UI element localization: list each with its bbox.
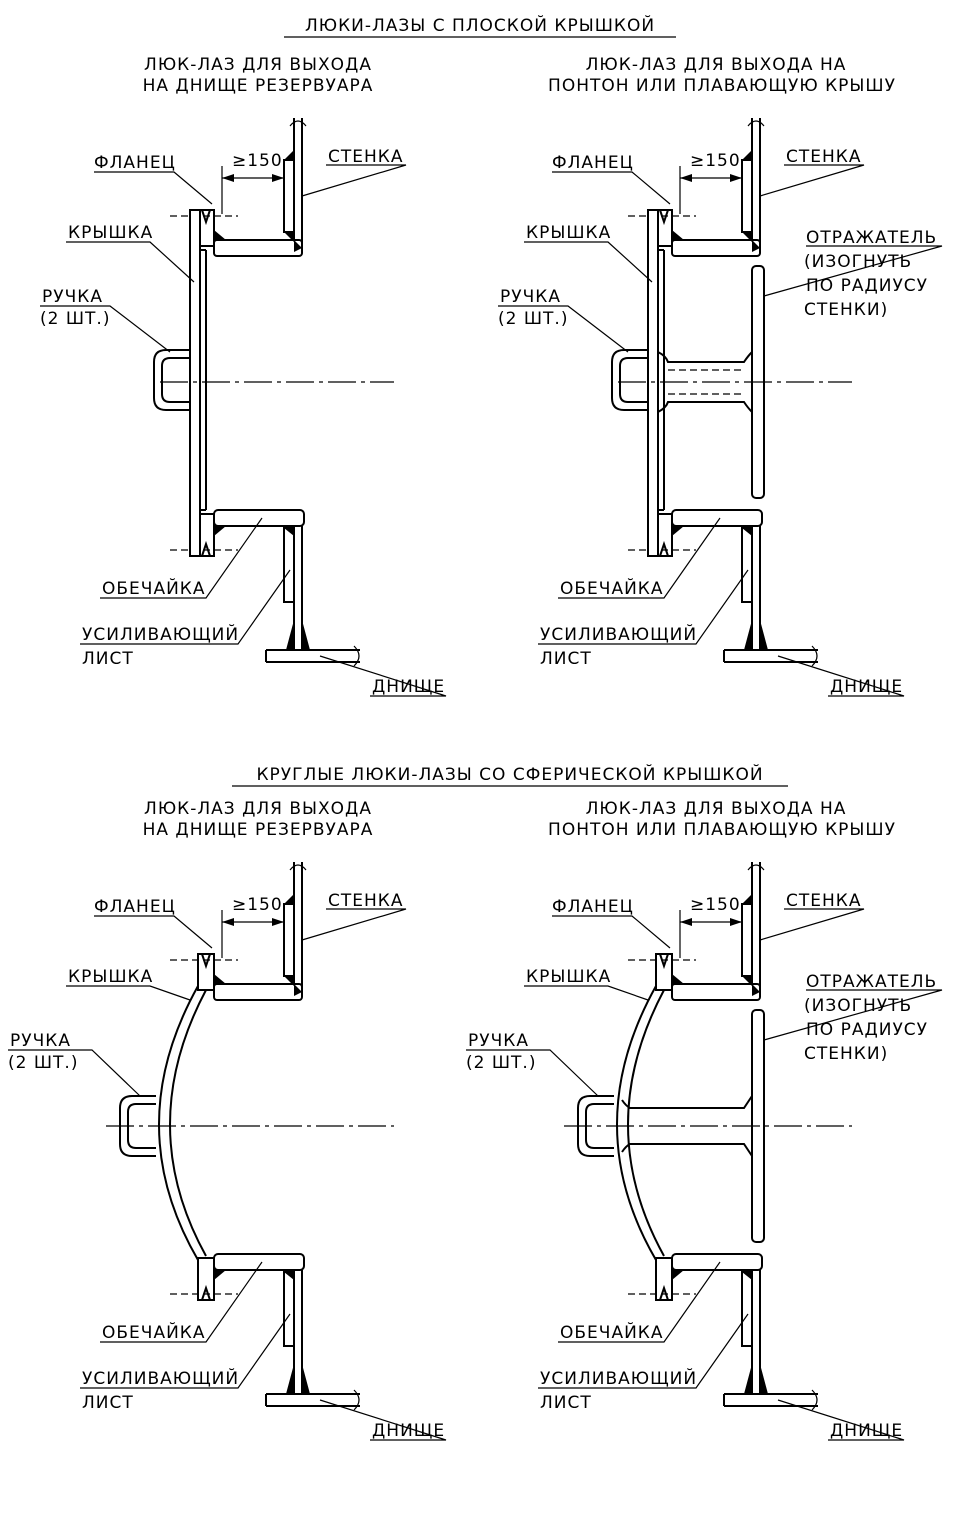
- p4-wall-label: СТЕНКА: [786, 891, 861, 911]
- panel-sphere-bottom: [106, 861, 394, 1411]
- p4-shell-label: ОБЕЧАЙКА: [560, 1321, 663, 1343]
- p4-dimension-label: ≥150: [690, 895, 741, 915]
- p1-flange-label: ФЛАНЕЦ: [94, 153, 176, 173]
- p2-bottom-label: ДНИЩЕ: [830, 677, 903, 697]
- p4-flange-label: ФЛАНЕЦ: [552, 897, 634, 917]
- p4-reflector-label-4: СТЕНКИ): [804, 1044, 888, 1064]
- p2-handle-label-2: (2 ШТ.): [498, 309, 568, 329]
- p4-handle-label-1: РУЧКА: [468, 1031, 529, 1051]
- p4-cover-label: КРЫШКА: [526, 967, 611, 987]
- section1-left-caption-1: ЛЮК-ЛАЗ ДЛЯ ВЫХОДА: [144, 55, 372, 75]
- panel-flat-bottom: [153, 117, 394, 667]
- p2-reflector-label-2: (ИЗОГНУТЬ: [804, 252, 912, 272]
- p2-handle-label-1: РУЧКА: [500, 287, 561, 307]
- panel-flat-pontoon: [611, 117, 852, 667]
- p3-dimension-label: ≥150: [232, 895, 283, 915]
- section1-left-caption-2: НА ДНИЩЕ РЕЗЕРВУАРА: [143, 76, 374, 96]
- p3-flange-label: ФЛАНЕЦ: [94, 897, 176, 917]
- section2-right-caption-1: ЛЮК-ЛАЗ ДЛЯ ВЫХОДА НА: [586, 799, 847, 819]
- p2-reinforcing-label-1: УСИЛИВАЮЩИЙ: [540, 623, 697, 645]
- p3-reinforcing-label-1: УСИЛИВАЮЩИЙ: [82, 1367, 239, 1389]
- p1-handle-label-1: РУЧКА: [42, 287, 103, 307]
- p1-bottom-label: ДНИЩЕ: [372, 677, 445, 697]
- p3-reinforcing-label-2: ЛИСТ: [82, 1393, 134, 1413]
- p4-reflector-label-3: ПО РАДИУСУ: [806, 1020, 928, 1040]
- p2-dimension-label: ≥150: [690, 151, 741, 171]
- p3-shell-label: ОБЕЧАЙКА: [102, 1321, 205, 1343]
- p1-reinforcing-label-1: УСИЛИВАЮЩИЙ: [82, 623, 239, 645]
- p4-reinforcing-label-1: УСИЛИВАЮЩИЙ: [540, 1367, 697, 1389]
- leader-lines: [8, 164, 943, 1441]
- p1-dimension-label: ≥150: [232, 151, 283, 171]
- p4-reinforcing-label-2: ЛИСТ: [540, 1393, 592, 1413]
- section1-title: ЛЮКИ-ЛАЗЫ С ПЛОСКОЙ КРЫШКОЙ: [305, 14, 655, 36]
- panel-sphere-pontoon: [564, 861, 852, 1411]
- p4-reflector-label-2: (ИЗОГНУТЬ: [804, 996, 912, 1016]
- p2-reinforcing-label-2: ЛИСТ: [540, 649, 592, 669]
- p3-wall-label: СТЕНКА: [328, 891, 403, 911]
- p3-bottom-label: ДНИЩЕ: [372, 1421, 445, 1441]
- p2-shell-label: ОБЕЧАЙКА: [560, 577, 663, 599]
- section2-right-caption-2: ПОНТОН ИЛИ ПЛАВАЮЩУЮ КРЫШУ: [548, 820, 896, 840]
- p3-handle-label-2: (2 ШТ.): [8, 1053, 78, 1073]
- section2-left-caption-2: НА ДНИЩЕ РЕЗЕРВУАРА: [143, 820, 374, 840]
- p3-cover-label: КРЫШКА: [68, 967, 153, 987]
- p2-reflector-label-1: ОТРАЖАТЕЛЬ: [806, 228, 937, 248]
- section2-left-caption-1: ЛЮК-ЛАЗ ДЛЯ ВЫХОДА: [144, 799, 372, 819]
- section1-right-caption-1: ЛЮК-ЛАЗ ДЛЯ ВЫХОДА НА: [586, 55, 847, 75]
- p2-cover-label: КРЫШКА: [526, 223, 611, 243]
- p1-shell-label: ОБЕЧАЙКА: [102, 577, 205, 599]
- p4-reflector-label-1: ОТРАЖАТЕЛЬ: [806, 972, 937, 992]
- p3-handle-label-1: РУЧКА: [10, 1031, 71, 1051]
- section1-right-caption-2: ПОНТОН ИЛИ ПЛАВАЮЩУЮ КРЫШУ: [548, 76, 896, 96]
- p2-reflector-label-4: СТЕНКИ): [804, 300, 888, 320]
- p2-wall-label: СТЕНКА: [786, 147, 861, 167]
- p1-reinforcing-label-2: ЛИСТ: [82, 649, 134, 669]
- p2-flange-label: ФЛАНЕЦ: [552, 153, 634, 173]
- p4-handle-label-2: (2 ШТ.): [466, 1053, 536, 1073]
- p1-cover-label: КРЫШКА: [68, 223, 153, 243]
- p1-wall-label: СТЕНКА: [328, 147, 403, 167]
- section2-title: КРУГЛЫЕ ЛЮКИ-ЛАЗЫ СО СФЕРИЧЕСКОЙ КРЫШКОЙ: [256, 763, 763, 785]
- p4-bottom-label: ДНИЩЕ: [830, 1421, 903, 1441]
- p2-reflector-label-3: ПО РАДИУСУ: [806, 276, 928, 296]
- p1-handle-label-2: (2 ШТ.): [40, 309, 110, 329]
